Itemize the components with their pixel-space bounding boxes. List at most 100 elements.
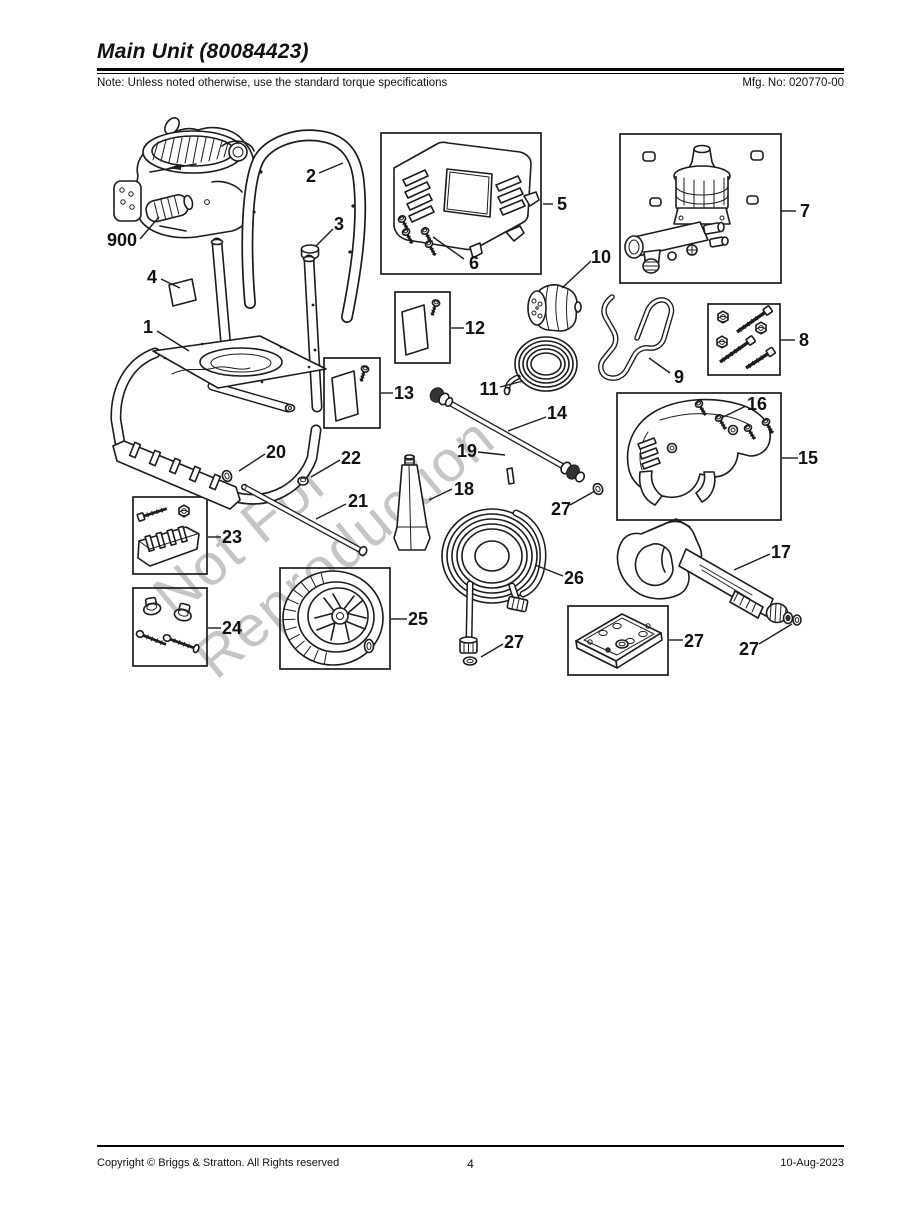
- footer-copyright: Copyright © Briggs & Stratton. All Right…: [97, 1157, 340, 1169]
- part-decal: [168, 278, 197, 307]
- part-wire-retainer: [598, 294, 675, 381]
- callout-27: 27: [551, 499, 571, 519]
- part-wand: [429, 387, 604, 496]
- part-frame: [110, 237, 327, 510]
- part-pump-hardware: [716, 305, 776, 370]
- footer-rule: [97, 1145, 844, 1147]
- part-pin: [506, 467, 515, 485]
- callout-leader-2: [318, 162, 344, 174]
- part-box-12: [394, 291, 451, 364]
- callout-16: 16: [747, 394, 767, 414]
- part-hose-washer: [462, 656, 478, 666]
- callout-leader-3: [315, 228, 334, 247]
- callout-leader-9: [648, 357, 671, 374]
- callout-9: 9: [674, 367, 684, 387]
- part-box-24: [132, 587, 208, 667]
- part-axle: [241, 483, 368, 557]
- callout-leader-27: [758, 623, 793, 645]
- part-foot-kit: [136, 504, 200, 567]
- callout-5: 5: [557, 194, 567, 214]
- callout-25: 25: [408, 609, 428, 629]
- callout-8: 8: [799, 330, 809, 350]
- callout-27: 27: [739, 639, 759, 659]
- callout-leader-14: [507, 416, 547, 432]
- part-drum: [527, 284, 582, 332]
- callout-900: 900: [107, 230, 137, 250]
- part-oring-wand: [592, 482, 604, 496]
- part-box-15: [616, 392, 782, 521]
- part-oring-20: [221, 469, 233, 483]
- torque-note: Note: Unless noted otherwise, use the st…: [97, 77, 448, 89]
- part-handle-panel: [626, 398, 771, 506]
- callout-21: 21: [348, 491, 368, 511]
- header-rule-thick: [97, 68, 844, 71]
- footer: Copyright © Briggs & Stratton. All Right…: [97, 1157, 844, 1171]
- callout-13: 13: [394, 383, 414, 403]
- callout-4: 4: [147, 267, 157, 287]
- callout-leader-900: [139, 216, 160, 240]
- callout-14: 14: [547, 403, 567, 423]
- part-box-7: [619, 133, 782, 284]
- part-box-13: [323, 357, 381, 429]
- callout-leader-11: [499, 380, 524, 388]
- part-decal-kit-13: [331, 363, 371, 422]
- callout-leader-27: [569, 490, 596, 506]
- part-engine: [113, 117, 255, 239]
- part-decal-kit-12: [401, 297, 442, 356]
- callout-2: 2: [306, 166, 316, 186]
- part-spray-gun: [616, 518, 802, 626]
- callout-23: 23: [222, 527, 242, 547]
- callout-22: 22: [341, 448, 361, 468]
- callout-6: 6: [469, 253, 479, 273]
- callout-7: 7: [800, 201, 810, 221]
- callout-3: 3: [334, 214, 344, 234]
- header-rule-thin: [97, 73, 844, 74]
- part-box-5: [380, 132, 542, 275]
- part-box-23: [132, 496, 208, 575]
- callout-leader-19: [477, 451, 506, 456]
- part-handle: [241, 129, 367, 323]
- callout-11: 11: [479, 379, 498, 399]
- callout-leader-6: [432, 236, 465, 260]
- part-hose: [441, 508, 547, 666]
- header-note-row: Note: Unless noted otherwise, use the st…: [97, 77, 844, 89]
- callout-10: 10: [591, 247, 611, 267]
- callout-leader-27: [480, 643, 504, 658]
- callout-18: 18: [454, 479, 474, 499]
- mfg-number: Mfg. No: 020770-00: [742, 77, 844, 89]
- callout-15: 15: [798, 448, 818, 468]
- part-control-panel: [393, 141, 540, 259]
- part-nut-22: [297, 476, 309, 486]
- callout-leader-20: [238, 453, 266, 472]
- part-box-25: [279, 567, 391, 670]
- callout-27: 27: [504, 632, 524, 652]
- part-oring-gun: [792, 614, 802, 626]
- part-axle-hardware: [135, 596, 200, 654]
- callout-leader-16: [720, 405, 747, 419]
- callout-17: 17: [771, 542, 791, 562]
- callout-19: 19: [457, 441, 477, 461]
- callout-12: 12: [465, 318, 485, 338]
- callout-leader-10: [561, 260, 592, 289]
- callout-26: 26: [564, 568, 584, 588]
- page-title: Main Unit (80084423): [97, 40, 309, 63]
- callout-leader-21: [315, 503, 347, 520]
- callout-leader-17: [733, 553, 771, 571]
- part-nozzle-holder: [393, 454, 431, 551]
- callout-leader-22: [310, 459, 341, 478]
- part-small-hose: [503, 336, 578, 396]
- callout-27: 27: [684, 631, 704, 651]
- callout-leader-18: [428, 488, 453, 501]
- part-pump: [624, 144, 764, 274]
- callout-leader-26: [534, 564, 564, 577]
- part-wheel: [282, 570, 384, 666]
- callout-leader-1: [156, 330, 190, 352]
- part-nozzle-kit: [575, 613, 663, 669]
- footer-date: 10-Aug-2023: [780, 1157, 844, 1169]
- callout-leader-4: [160, 278, 181, 289]
- callout-layer: 9002341567891011121314151617181920212223…: [107, 162, 818, 659]
- footer-page-number: 4: [467, 1157, 474, 1171]
- callout-24: 24: [222, 618, 242, 638]
